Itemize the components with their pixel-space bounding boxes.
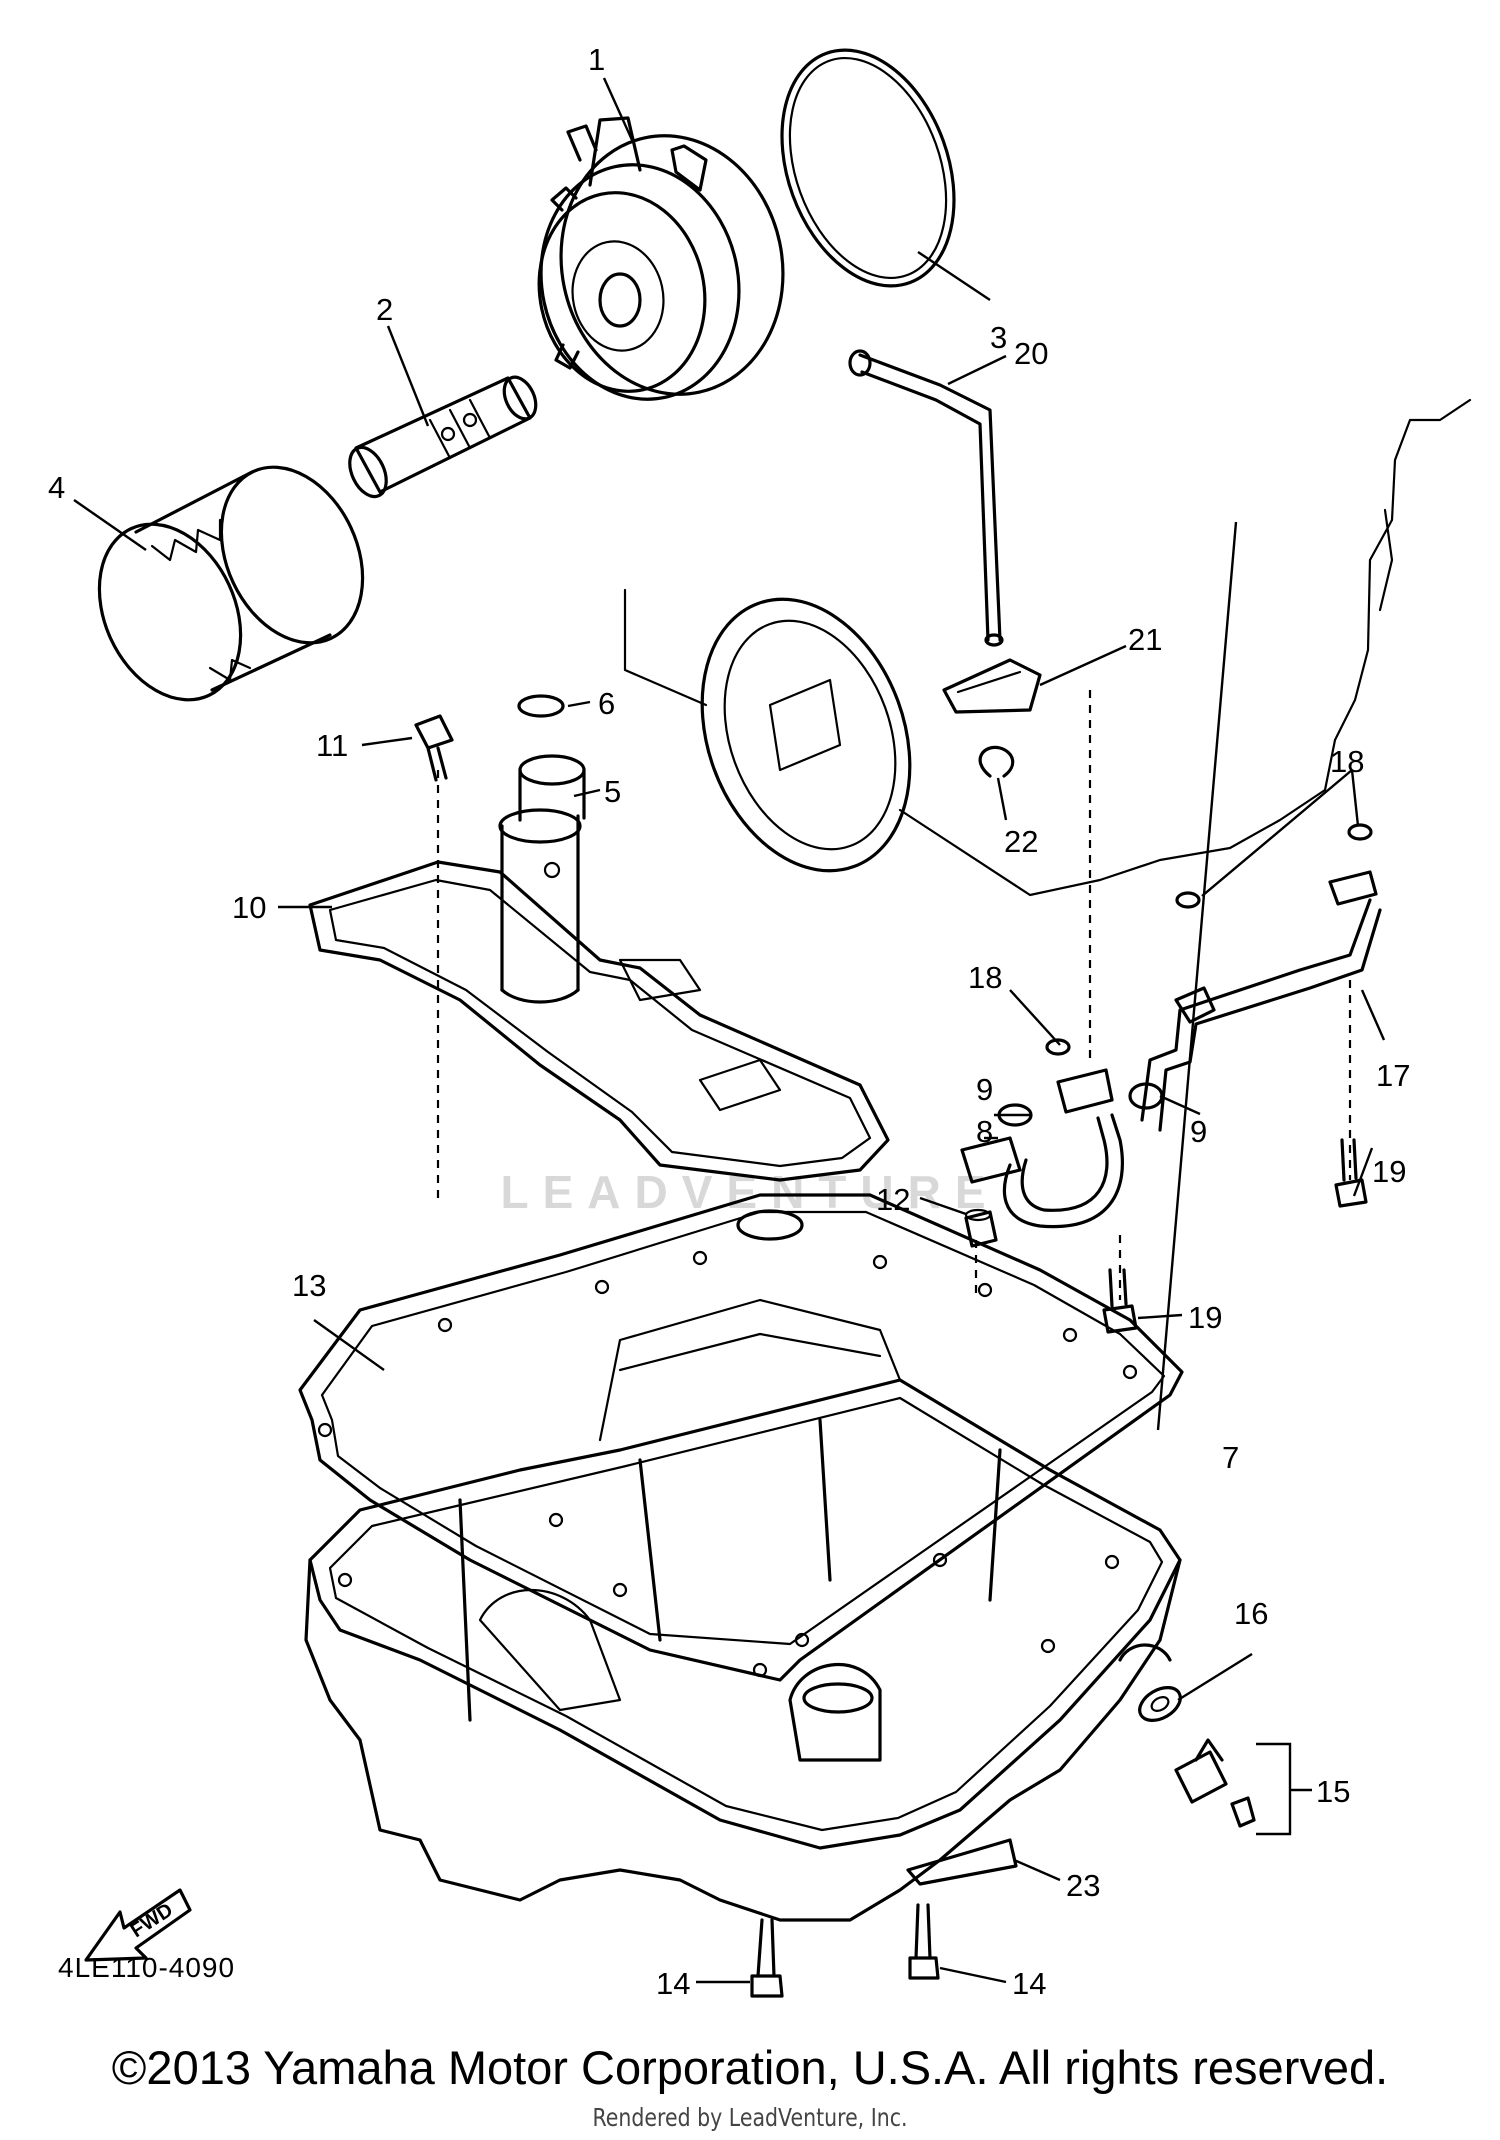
callout-4: 4: [48, 470, 65, 505]
bolt-14-part: [750, 1903, 940, 1998]
callout-13: 13: [292, 1268, 326, 1303]
callout-18a: 18: [968, 960, 1002, 995]
callout-16: 16: [1234, 1596, 1268, 1631]
callout-15: 15: [1316, 1774, 1350, 1809]
callout-12: 12: [876, 1182, 910, 1217]
rendered-by-notice: Rendered by LeadVenture, Inc.: [592, 2103, 908, 2132]
callout-5: 5: [604, 774, 621, 809]
holder-part: [942, 658, 1042, 714]
bolt-11-part: [414, 714, 454, 782]
callout-19a: 19: [1372, 1154, 1406, 1189]
dowel-part: [964, 1210, 998, 1248]
drain-bolt-part: [1174, 1738, 1256, 1828]
oil-pan-gasket-part: [298, 1193, 1184, 1682]
oil-filter-part: [97, 465, 365, 702]
callout-14b: 14: [1012, 1966, 1046, 2001]
strainer-part: [498, 754, 586, 1004]
o-ring-part: [780, 48, 956, 288]
callout-17: 17: [1376, 1058, 1410, 1093]
oil-pan-part: [304, 1298, 1182, 1922]
callout-3: 3: [990, 320, 1007, 355]
callout-9b: 9: [1190, 1114, 1207, 1149]
o-ring-18c: [1347, 823, 1373, 841]
crankcase-phantom: [623, 398, 1472, 897]
callout-2: 2: [376, 292, 393, 327]
hose-part: [858, 353, 1002, 642]
callout-18b: 18: [1330, 744, 1364, 779]
callout-9a: 9: [976, 1072, 993, 1107]
callout-8: 8: [976, 1114, 993, 1149]
drawing-code: 4LE110-4090: [58, 1952, 236, 1983]
oil-cooler-part: [537, 116, 785, 401]
callout-20: 20: [1014, 336, 1048, 371]
washer-part: [1138, 1686, 1182, 1722]
callout-7: 7: [1222, 1440, 1239, 1475]
strainer-gasket-part: [308, 860, 890, 1182]
union-bolt-part: [348, 375, 538, 499]
callout-21: 21: [1128, 622, 1162, 657]
callout-11: 11: [316, 728, 348, 763]
copyright-notice: ©2013 Yamaha Motor Corporation, U.S.A. A…: [111, 2041, 1389, 2094]
bracket-part: [906, 1838, 1018, 1886]
bolt-19-part: [1334, 1138, 1368, 1208]
oil-pipe-part: [960, 870, 1382, 1229]
callout-19b: 19: [1188, 1300, 1222, 1335]
callout-6: 6: [598, 686, 615, 721]
small-o-ring-part: [517, 694, 565, 718]
callout-1: 1: [588, 42, 605, 77]
clip-part: [978, 745, 1015, 778]
fwd-arrow-icon: FWD: [84, 1888, 192, 1962]
callout-23: 23: [1066, 1868, 1100, 1903]
callout-10: 10: [232, 890, 266, 925]
callout-14a: 14: [656, 1966, 690, 2001]
o-ring-18b: [1175, 891, 1201, 909]
leader-lines: [73, 77, 1386, 1984]
callout-22: 22: [1004, 824, 1038, 859]
o-ring-18a: [1045, 1038, 1071, 1056]
